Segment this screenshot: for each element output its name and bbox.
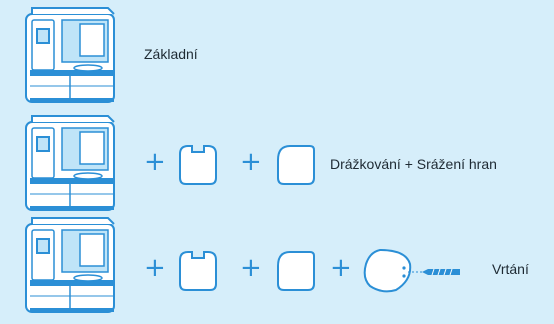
plus-icon: + (330, 253, 352, 283)
row-label: Základní (144, 46, 198, 62)
row-label: Drážkování + Srážení hran (330, 156, 497, 172)
row-grooving-beveling: + + Drážkování + Srážení hran (0, 108, 554, 212)
bevel-lens-icon (277, 251, 315, 291)
drill-lens-icon (363, 248, 460, 293)
row-label: Vrtání (492, 261, 529, 277)
groove-lens-icon (179, 145, 217, 185)
machine-icon (25, 115, 115, 211)
plus-icon: + (144, 147, 166, 177)
groove-lens-icon (179, 251, 217, 291)
row-drilling: + + + Vrtání (0, 210, 554, 314)
plus-icon: + (240, 147, 262, 177)
machine-icon (25, 7, 115, 103)
bevel-lens-icon (277, 145, 315, 185)
machine-icon (25, 217, 115, 313)
plus-icon: + (144, 253, 166, 283)
row-basic: Základní (0, 0, 554, 104)
plus-icon: + (240, 253, 262, 283)
